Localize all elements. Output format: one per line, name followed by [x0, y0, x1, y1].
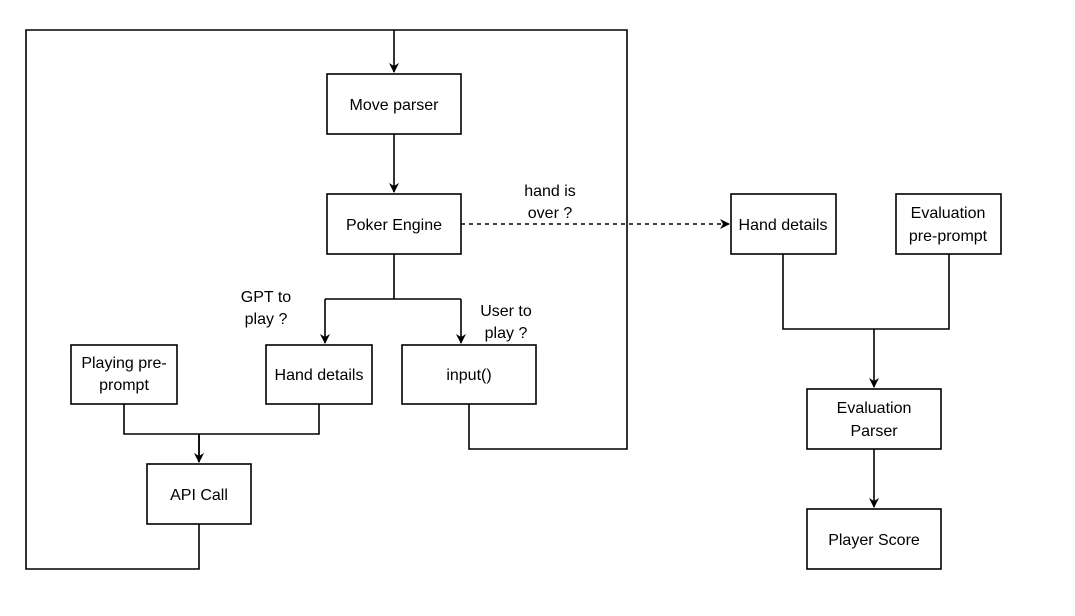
node-hand-details-right-label: Hand details — [739, 217, 828, 234]
node-evaluation-parser: Evaluation Parser — [806, 388, 942, 450]
node-evaluation-preprompt-line2: pre-prompt — [909, 228, 988, 245]
label-hand-is-over-line1: hand is — [524, 183, 576, 200]
node-poker-engine: Poker Engine — [326, 193, 462, 255]
node-api-call: API Call — [146, 463, 252, 525]
node-evaluation-preprompt: Evaluation pre-prompt — [895, 193, 1002, 255]
node-evaluation-parser-line1: Evaluation — [837, 400, 912, 417]
edge-poker-engine-split — [325, 254, 461, 300]
label-user-to-play-line1: User to — [480, 303, 532, 320]
node-evaluation-parser-line2: Parser — [850, 423, 898, 440]
node-move-parser: Move parser — [326, 73, 462, 135]
edge-merge-to-api-call — [123, 404, 320, 462]
label-gpt-to-play-line1: GPT to — [241, 289, 291, 306]
loop-edge-input-to-move-parser — [25, 29, 628, 570]
node-api-call-label: API Call — [170, 487, 228, 504]
label-user-to-play-line2: play ? — [485, 325, 528, 342]
node-playing-preprompt-line2: prompt — [99, 377, 149, 394]
node-input-label: input() — [446, 367, 491, 384]
node-hand-details-left: Hand details — [265, 344, 373, 405]
node-input: input() — [401, 344, 537, 405]
node-move-parser-label: Move parser — [350, 97, 440, 114]
node-player-score-label: Player Score — [828, 532, 920, 549]
node-poker-engine-label: Poker Engine — [346, 217, 442, 234]
label-gpt-to-play-line2: play ? — [245, 311, 288, 328]
node-hand-details-right: Hand details — [730, 193, 837, 255]
edge-merge-to-evaluation-parser — [782, 254, 950, 330]
node-hand-details-left-label: Hand details — [275, 367, 364, 384]
node-playing-preprompt-line1: Playing pre- — [81, 355, 166, 372]
node-evaluation-preprompt-line1: Evaluation — [911, 205, 986, 222]
label-hand-is-over-line2: over ? — [528, 205, 573, 222]
node-player-score: Player Score — [806, 508, 942, 570]
node-playing-preprompt: Playing pre- prompt — [70, 344, 178, 405]
